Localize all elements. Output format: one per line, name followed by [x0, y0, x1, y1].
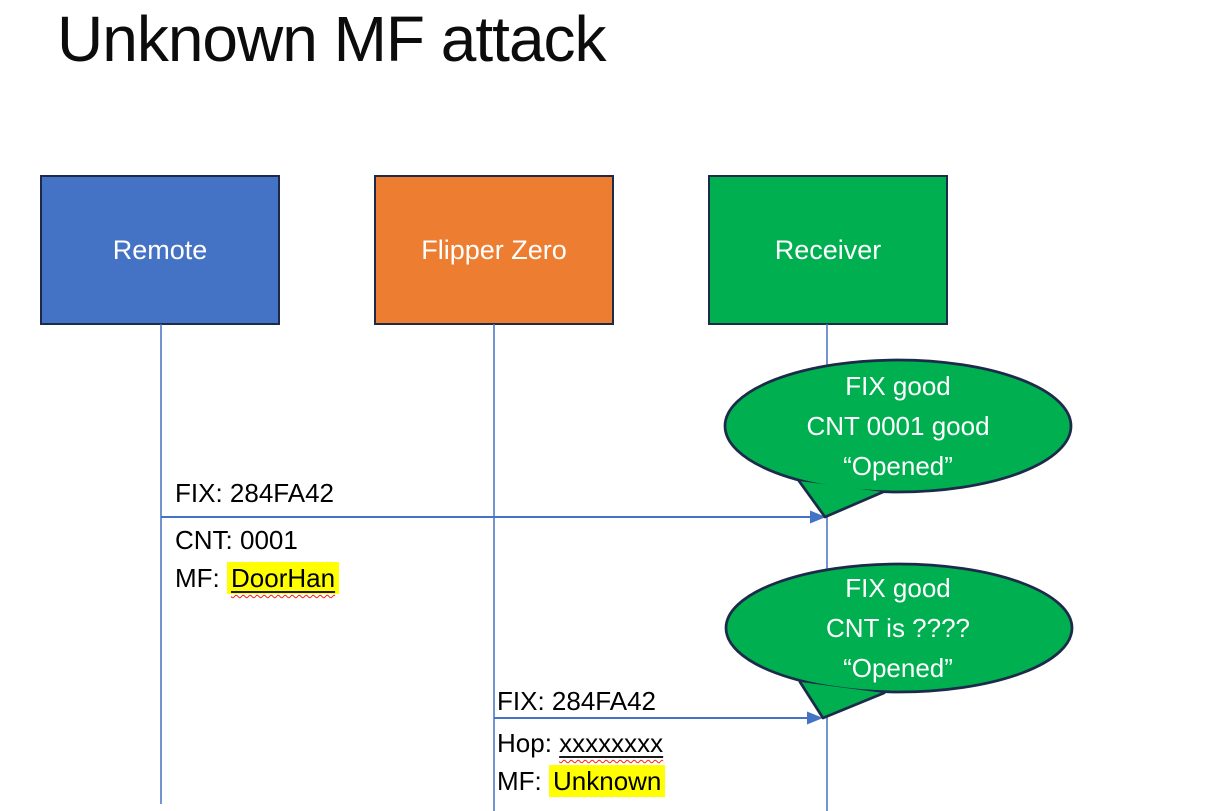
speech-bubble-1-body [723, 358, 1073, 494]
message2-hop-prefix: Hop: [497, 728, 560, 758]
message2-mf-prefix: MF: [497, 766, 549, 796]
message2-mf-value: Unknown [549, 765, 666, 797]
message2-labels-below: Hop: xxxxxxxx MF: Unknown [497, 724, 666, 800]
speech-bubble-1 [723, 358, 1073, 519]
message2-hop-value: xxxxxxxx [559, 728, 664, 758]
speech-bubble-1-tail [797, 479, 885, 519]
message1-labels-below: CNT: 0001 MF: DoorHan [175, 521, 340, 597]
message1-arrowhead-icon [810, 510, 826, 524]
actor-box-flipper-zero: Flipper Zero [374, 175, 614, 325]
actor-box-receiver: Receiver [708, 175, 948, 325]
bubble1-text: FIX good CNT 0001 good “Opened” [725, 366, 1071, 486]
message1-mf-line: MF: DoorHan [175, 559, 340, 597]
bubble1-line2: CNT 0001 good [806, 411, 990, 441]
actor-label-remote: Remote [112, 234, 208, 265]
message2-arrowhead-icon [807, 711, 823, 725]
actor-box-remote: Remote [40, 175, 280, 325]
message2-hop-line: Hop: xxxxxxxx [497, 724, 665, 762]
bubble1-line3: “Opened” [843, 451, 953, 481]
message2-mf-line: MF: Unknown [497, 762, 666, 800]
message2-fix-text: FIX: 284FA42 [497, 686, 656, 716]
bubble1-line1: FIX good [845, 371, 951, 401]
message1-cnt-text: CNT: 0001 [175, 525, 298, 555]
bubble2-line3: “Opened” [843, 653, 953, 683]
message2-hop-underline: xxxxxxxx [559, 728, 663, 758]
message1-mf-value: DoorHan [231, 563, 336, 593]
bubble2-line1: FIX good [845, 573, 951, 603]
bubble2-line2: CNT is ???? [825, 613, 971, 643]
actor-label-receiver: Receiver [774, 234, 882, 265]
speech-bubble-2-tail [798, 680, 886, 720]
bubble2-text: FIX good CNT is ???? “Opened” [725, 568, 1071, 688]
message1-mf-prefix: MF: [175, 563, 227, 593]
page-title: Unknown MF attack [57, 3, 607, 75]
message1-cnt-line: CNT: 0001 [175, 521, 339, 559]
message2-label-above: FIX: 284FA42 [497, 682, 656, 720]
message1-label-above: FIX: 284FA42 [175, 474, 334, 512]
message1-mf-highlight: DoorHan [227, 562, 340, 594]
actor-label-flipper-zero: Flipper Zero [421, 234, 567, 265]
speech-bubble-2-body [724, 562, 1074, 694]
message1-fix-text: FIX: 284FA42 [175, 478, 334, 508]
speech-bubble-2 [724, 562, 1074, 720]
